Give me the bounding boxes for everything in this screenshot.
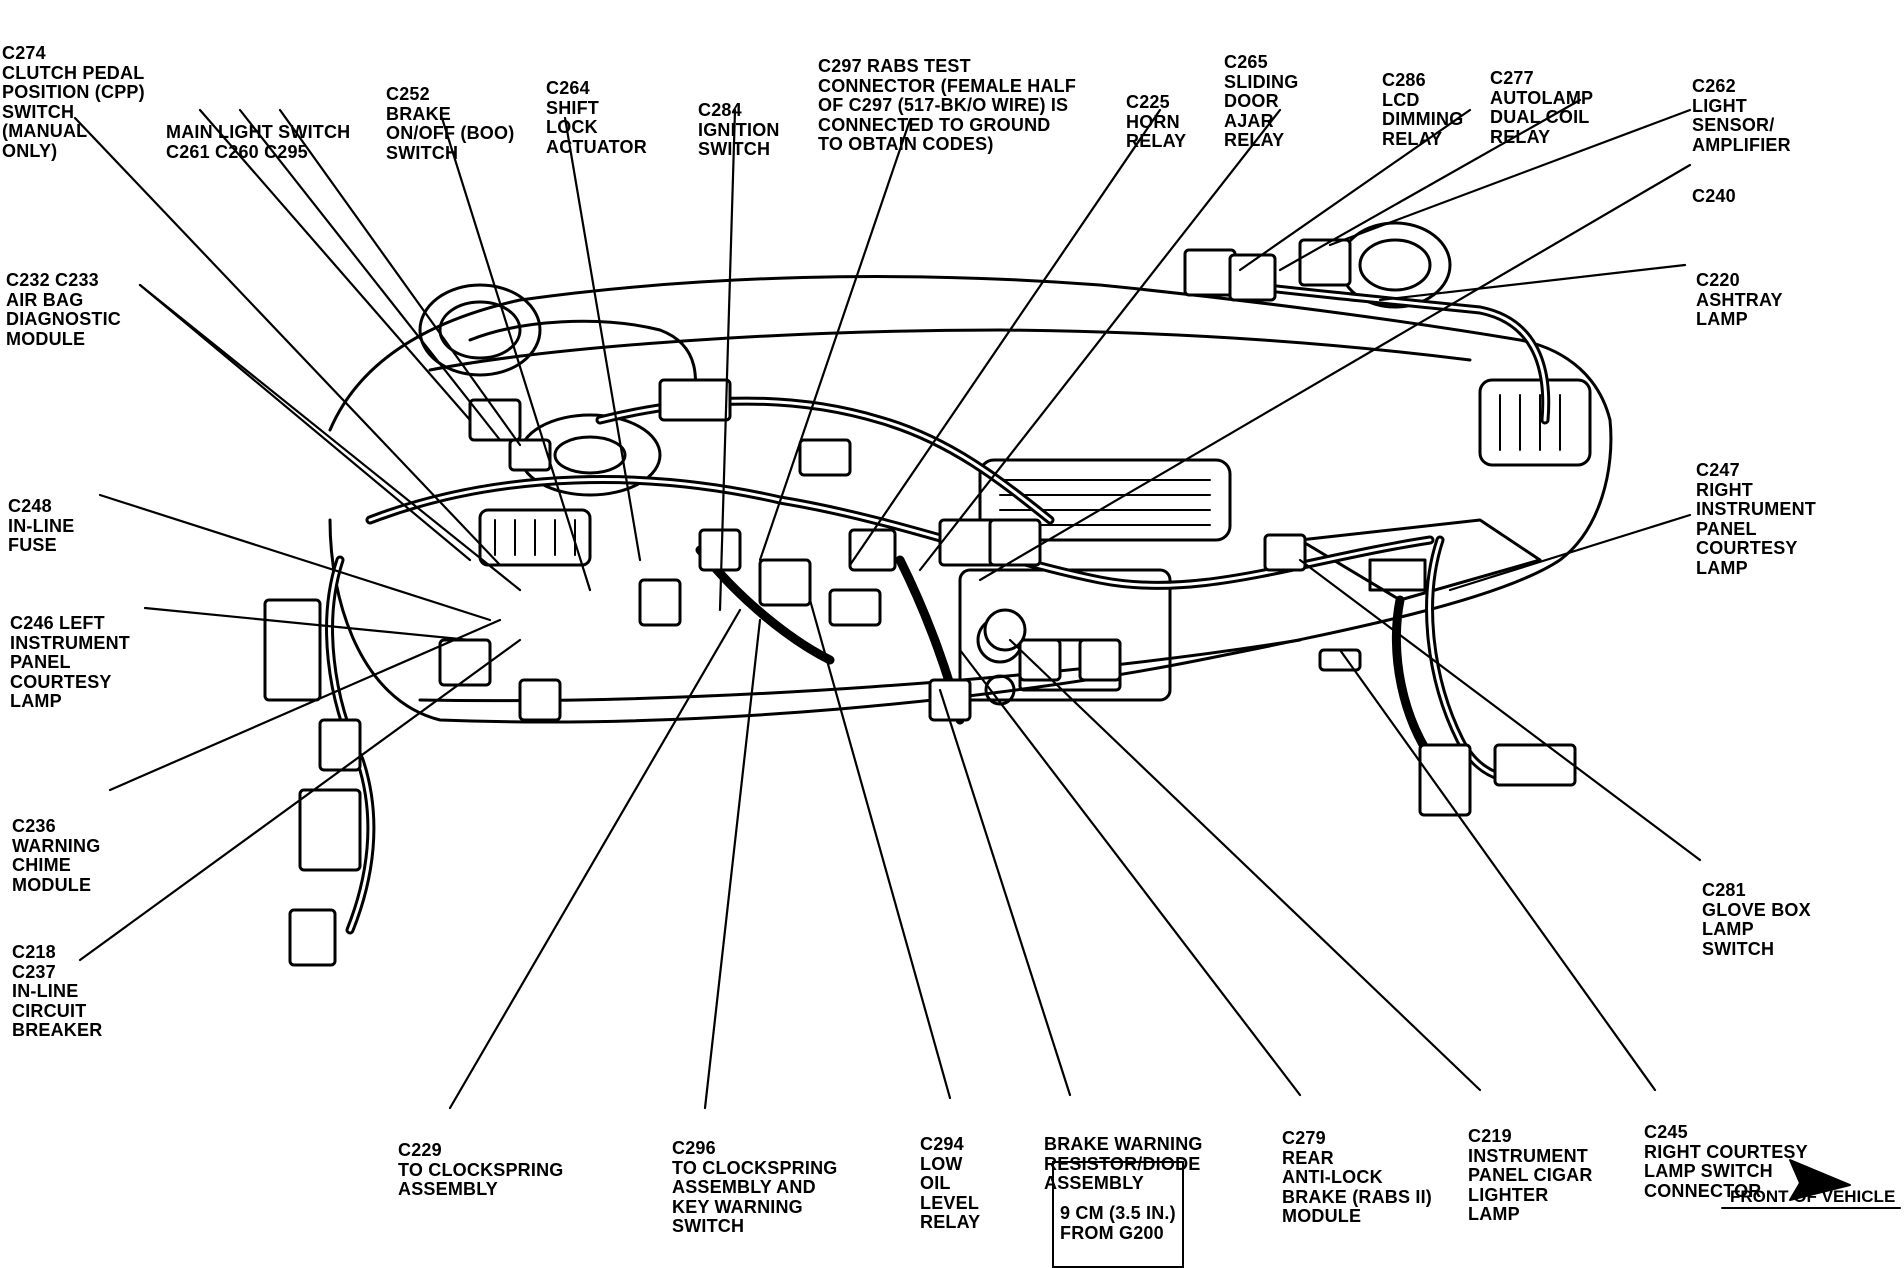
wire-harness-inner: [328, 278, 1562, 932]
speakers: [418, 221, 1452, 377]
panel-outline: [328, 275, 1613, 724]
leader-lines: [73, 98, 1702, 1110]
connectors: [263, 238, 1577, 967]
wire-harness: [325, 275, 1565, 935]
front-of-vehicle-label: FRONT OF VEHICLE: [1730, 1187, 1896, 1206]
front-of-vehicle-arrow-icon: [1721, 1159, 1901, 1209]
label-c240: C240: [1692, 186, 1736, 206]
instrument-panel-illustration: [73, 98, 1901, 1209]
label-brake-warning-distance: 9 CM (3.5 IN.)FROM G200: [1052, 1161, 1184, 1268]
